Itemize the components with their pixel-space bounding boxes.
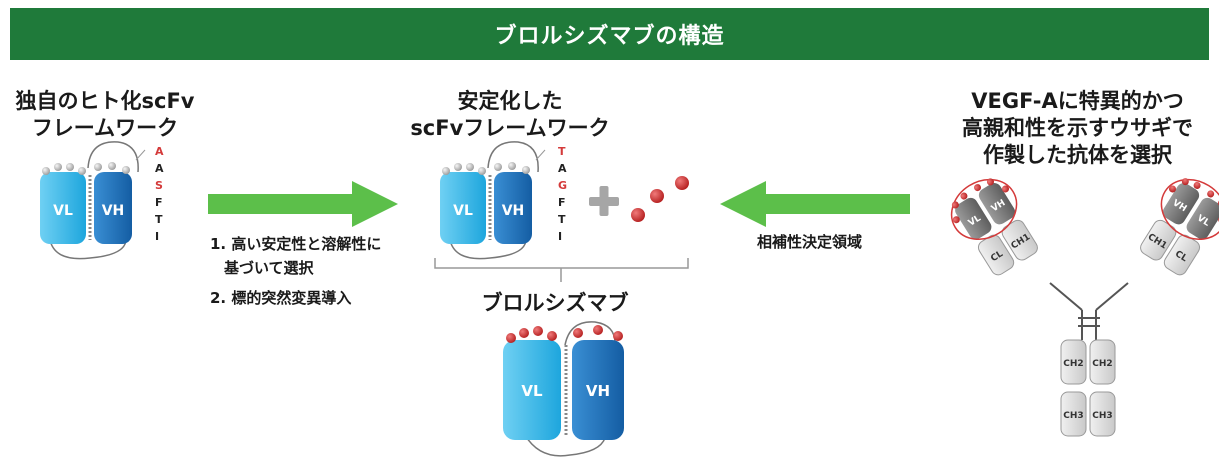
ab-ch2-right-label: CH2 (1092, 359, 1112, 369)
ab-right-vh (1162, 183, 1200, 225)
ab-right-vl (1186, 197, 1219, 240)
banner: ブロルシズマブの構造 (10, 8, 1209, 60)
ab-ch3-right (1089, 391, 1116, 437)
left-vh-domain (94, 172, 132, 244)
middle-residue-3: G (558, 179, 567, 192)
result-title: ブロルシズマブ (470, 290, 640, 317)
left-title-line-1: 独自のヒト化scFv (15, 89, 195, 113)
plus-icon (589, 186, 619, 216)
arrow-right (208, 181, 398, 227)
step-1-line-2: 基づいて選択 (224, 259, 314, 277)
middle-title: 安定化した scFvフレームワーク (385, 88, 635, 142)
ab-right-cdr-ring (1160, 178, 1219, 240)
ab-ch3-right-label: CH3 (1092, 411, 1112, 421)
left-vl-domain (40, 172, 86, 244)
ab-ch2-left-label: CH2 (1063, 359, 1083, 369)
ab-left-vh (978, 183, 1016, 225)
middle-scfv: VL VH T A G F T I (440, 141, 567, 260)
left-residue-1: A (155, 145, 164, 158)
result-vh-domain (572, 340, 624, 440)
ab-ch3-left (1060, 391, 1087, 437)
left-residue-6: I (155, 230, 159, 243)
right-title-line-3: 作製した抗体を選択 (983, 143, 1172, 167)
brolucizumab-scfv: VL VH (503, 321, 624, 457)
steps-list: 1. 高い安定性と溶解性に 基づいて選択 2. 標的突然変異導入 (210, 232, 381, 310)
right-title: VEGF-Aに特異的かつ 高親和性を示すウサギで 作製した抗体を選択 (945, 88, 1210, 169)
step-1-line-1: 1. 高い安定性と溶解性に (210, 235, 382, 253)
left-residue-2: A (155, 162, 164, 175)
middle-residue-5: T (558, 213, 566, 226)
right-title-line-2: 高親和性を示すウサギで (962, 116, 1193, 140)
result-title-text: ブロルシズマブ (481, 291, 629, 315)
middle-vl-label: VL (453, 203, 473, 219)
left-residue-5: T (155, 213, 163, 226)
cdr-balls (631, 176, 689, 222)
ab-left-vl (955, 197, 992, 240)
right-title-line-1: VEGF-Aに特異的かつ (971, 89, 1184, 113)
ab-ch2-right (1089, 339, 1116, 385)
ab-left-cdr-ring (950, 178, 1018, 240)
middle-residue-1: T (558, 145, 566, 158)
left-residue-4: F (155, 196, 163, 209)
middle-vh-domain (494, 172, 532, 244)
result-vl-domain (503, 340, 561, 440)
left-title: 独自のヒト化scFv フレームワーク (10, 88, 200, 142)
result-vh-label: VH (586, 382, 610, 400)
left-residue-3: S (155, 179, 163, 192)
left-vl-label: VL (53, 203, 73, 219)
middle-residue-4: F (558, 196, 566, 209)
middle-vl-domain (440, 172, 486, 244)
banner-title: ブロルシズマブの構造 (494, 24, 725, 49)
left-title-line-2: フレームワーク (31, 116, 179, 140)
cdr-label: 相補性決定領域 (757, 233, 863, 251)
arrow-left (720, 181, 910, 227)
step-2: 2. 標的突然変異導入 (210, 289, 352, 307)
ab-ch2-left (1060, 339, 1087, 385)
left-vh-label: VH (102, 203, 125, 219)
rabbit-antibody: VL VH CL CH1 VH VL CH1 CL (950, 178, 1219, 437)
result-vl-label: VL (521, 382, 543, 400)
ab-ch3-left-label: CH3 (1063, 411, 1083, 421)
middle-vh-label: VH (502, 203, 525, 219)
middle-title-line-2: scFvフレームワーク (410, 116, 610, 140)
left-scfv: VL VH A A S F T I (40, 141, 164, 260)
middle-residue-2: A (558, 162, 567, 175)
middle-residue-6: I (558, 230, 562, 243)
middle-title-line-1: 安定化した (457, 89, 563, 113)
merge-bracket (434, 258, 689, 282)
